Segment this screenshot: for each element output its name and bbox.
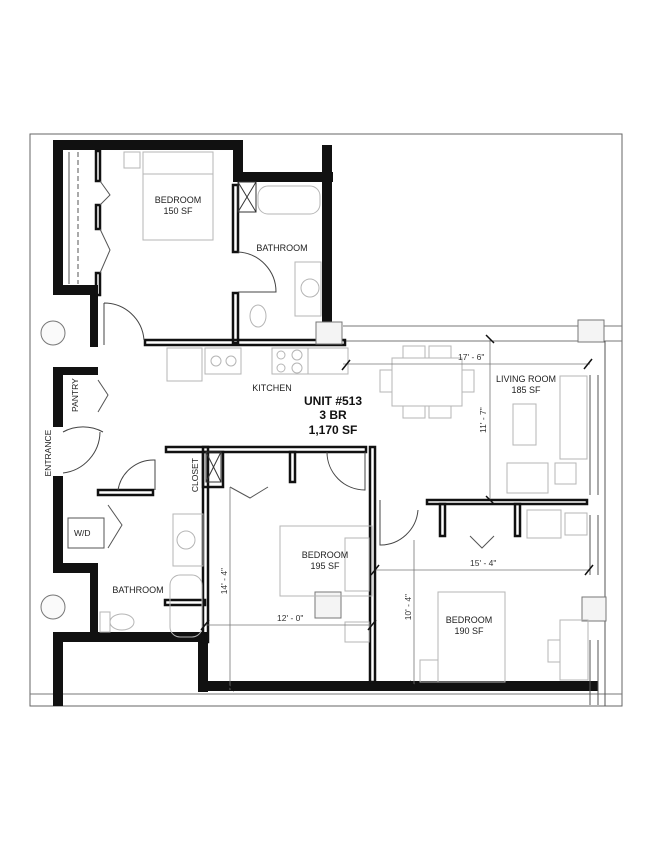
room-label-bedroom-center: BEDROOM 195 SF — [302, 550, 349, 572]
room-label-bathroom-north: BATHROOM — [256, 243, 307, 254]
room-name: BEDROOM — [301, 550, 349, 560]
exterior-walls — [53, 140, 598, 706]
dimension-living-width: 17' - 6" — [458, 352, 485, 362]
room-label-bedroom-north: BEDROOM 150 SF — [155, 195, 202, 217]
structural-columns — [314, 319, 607, 622]
door-swings — [62, 251, 419, 546]
unit-summary: UNIT #513 3 BR 1,170 SF — [304, 394, 362, 437]
room-area: 195 SF — [310, 560, 340, 571]
room-name: BEDROOM — [154, 195, 202, 205]
drawing-frame — [29, 133, 623, 707]
label-pantry: PANTRY — [69, 378, 80, 412]
label-entrance: ENTRANCE — [42, 429, 53, 477]
label-washer-dryer: W/D — [74, 528, 91, 538]
room-name: BATHROOM — [112, 585, 164, 595]
dimension-bedroom-center-depth: 14' - 4" — [218, 567, 229, 595]
room-area: 190 SF — [454, 625, 484, 636]
exterior-lines — [30, 325, 622, 695]
windows — [68, 152, 606, 706]
room-name: LIVING ROOM — [495, 374, 557, 384]
dimension-bedroom-east-width: 15' - 4" — [470, 558, 497, 568]
room-name: BEDROOM — [445, 615, 493, 625]
room-area: 150 SF — [163, 205, 193, 216]
room-name: BATHROOM — [256, 243, 308, 253]
dimension-bedroom-center-width: 12' - 0" — [277, 613, 304, 623]
room-label-bedroom-east: BEDROOM 190 SF — [446, 615, 493, 637]
room-name: KITCHEN — [252, 383, 292, 393]
label-closet: CLOSET — [189, 458, 200, 493]
dimension-lines — [205, 340, 590, 690]
unit-bedrooms: 3 BR — [319, 408, 347, 423]
closet-bifold-doors — [97, 180, 495, 549]
room-area: 185 SF — [511, 384, 541, 395]
exterior-planters — [40, 320, 66, 620]
room-label-living-room: LIVING ROOM 185 SF — [496, 374, 556, 396]
dimension-bedroom-east-depth: 10' - 4" — [402, 593, 413, 621]
room-label-bathroom-south: BATHROOM — [112, 585, 163, 596]
room-label-kitchen: KITCHEN — [252, 383, 292, 394]
unit-area: 1,170 SF — [308, 422, 358, 437]
dimension-living-depth: 11' - 7" — [477, 407, 488, 433]
unit-number: UNIT #513 — [303, 394, 363, 408]
furniture — [67, 151, 589, 683]
dimension-ticks — [200, 334, 594, 692]
interior-walls — [94, 149, 589, 684]
